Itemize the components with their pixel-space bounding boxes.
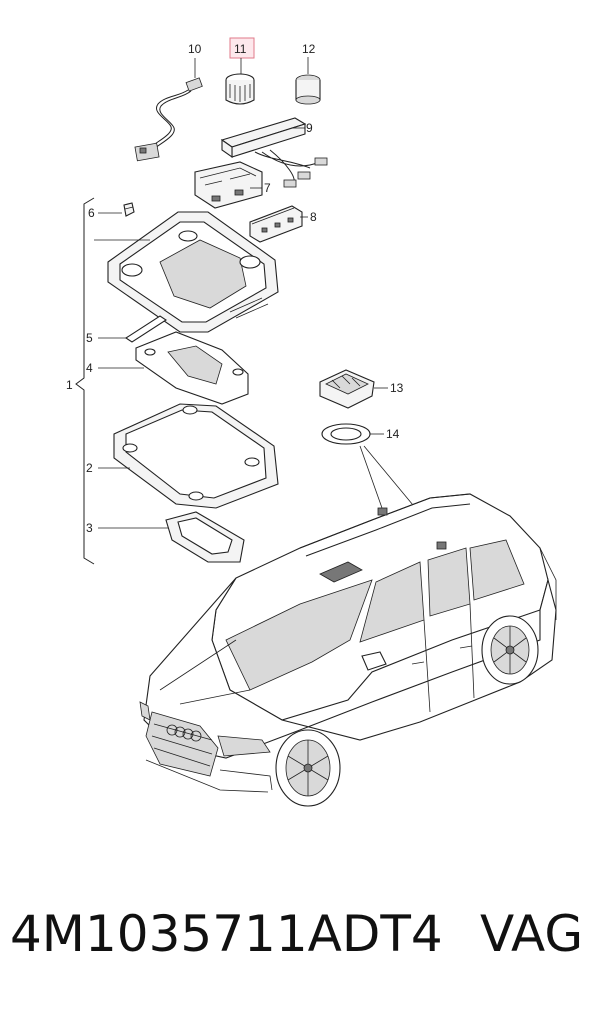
callout-10: 10 xyxy=(188,42,202,56)
callout-6: 6 xyxy=(88,206,95,220)
callout-5: 5 xyxy=(86,331,93,345)
front-wheel xyxy=(275,729,341,807)
part-8-switch-module xyxy=(249,205,303,243)
part-number: 4M1035711ADT4 xyxy=(10,905,443,963)
part-9-control-unit xyxy=(220,117,328,188)
part-13-sensor-module xyxy=(319,369,375,409)
rear-wheel xyxy=(481,615,539,685)
callout-2: 2 xyxy=(86,461,93,475)
callout-13: 13 xyxy=(390,381,404,395)
vehicle-illustration xyxy=(139,493,557,807)
part-5-gasket xyxy=(124,315,168,343)
callout-3: 3 xyxy=(86,521,93,535)
part-11-lamp-socket xyxy=(225,73,255,105)
callout-11-highlight-box xyxy=(229,37,255,59)
brand-name: VAG xyxy=(480,905,584,963)
callout-1: 1 xyxy=(66,378,73,392)
part-12-lamp-cap xyxy=(295,74,321,105)
roof-console-frame xyxy=(107,211,279,333)
callout-8: 8 xyxy=(310,210,317,224)
part-14-gasket-ring xyxy=(321,423,371,445)
assembly-bracket xyxy=(75,197,95,565)
part-caption: 4M1035711ADT4 VAG xyxy=(0,905,600,975)
callout-14: 14 xyxy=(386,427,400,441)
callout-7: 7 xyxy=(264,181,271,195)
callout-9: 9 xyxy=(306,121,313,135)
part-6-clip xyxy=(123,202,135,217)
part-7-bracket xyxy=(194,161,263,209)
callout-11: 11 xyxy=(234,42,247,56)
part-3-trim xyxy=(165,511,245,563)
callout-12: 12 xyxy=(302,42,316,56)
callout-4: 4 xyxy=(86,361,93,375)
part-2-bezel xyxy=(113,403,279,509)
part-4-cover-panel xyxy=(135,331,249,405)
brand-rings-logo xyxy=(166,724,202,742)
parts-diagram: 10 11 12 9 7 xyxy=(66,37,557,807)
part-10-wiring-harness xyxy=(134,77,203,162)
